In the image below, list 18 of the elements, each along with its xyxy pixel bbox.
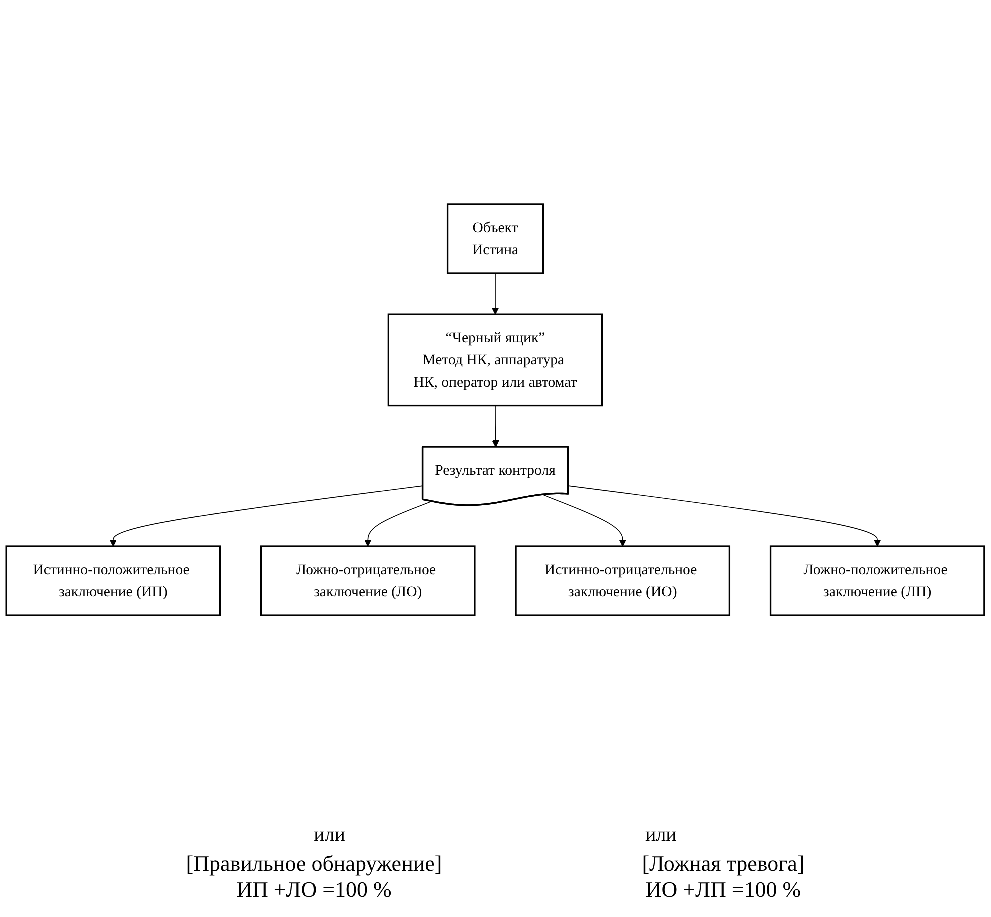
- arrow: [110, 486, 424, 547]
- arrow: [492, 273, 500, 315]
- arrow: [542, 494, 626, 547]
- node-box: Истинно-отрицательное заключение (ИО): [515, 546, 731, 616]
- node-box: Ложно-отрицательное заключение (ЛО): [260, 546, 476, 616]
- node-box: “Черный ящик” Метод НК, аппаратура НК, оператор или автомат: [388, 314, 604, 407]
- arrow: [364, 501, 432, 547]
- node-box: Истинно-положительное заключение (ИП): [6, 546, 222, 616]
- arrow: [492, 405, 500, 448]
- category-note: [Правильное обнаружение]: [186, 851, 442, 877]
- arrow: [568, 486, 882, 547]
- category-note: [Ложная тревога]: [642, 851, 805, 877]
- node-box: Ложно-положительное заключение (ЛП): [770, 546, 986, 616]
- formula-note: ИП +ЛО =100 %: [236, 877, 392, 903]
- or-label: или: [646, 824, 677, 847]
- or-label: или: [314, 824, 346, 847]
- node-box: Объект Истина: [446, 204, 544, 274]
- formula-note: ИО +ЛП =100 %: [646, 877, 802, 903]
